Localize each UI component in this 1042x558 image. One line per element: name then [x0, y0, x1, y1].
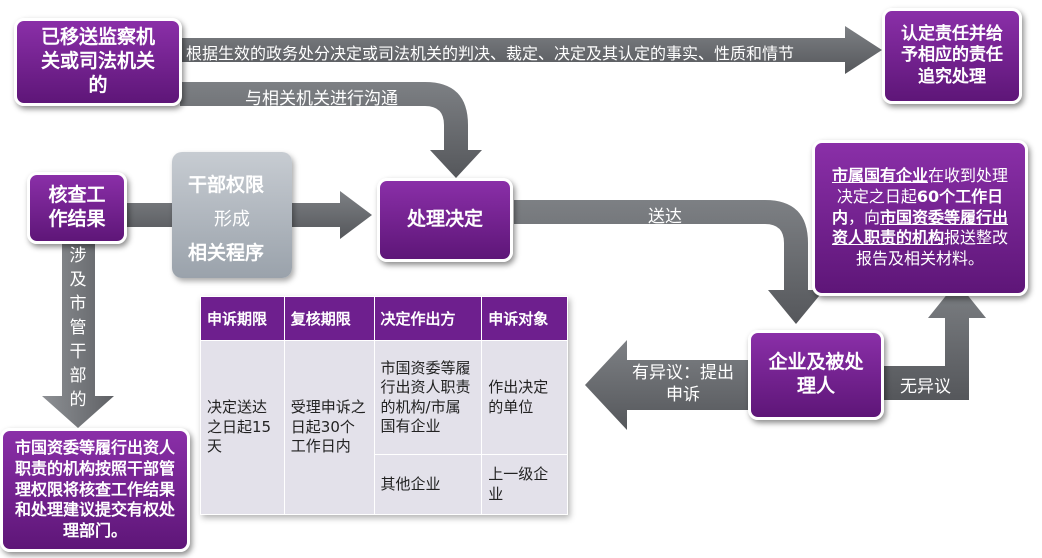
report-enterprise: 市属国有企业: [831, 166, 928, 185]
decision-text: 处理决定: [406, 208, 483, 231]
liability-text: 认定责任并给予相应的责任追究处理: [901, 24, 1003, 87]
arrow-communicate: [180, 82, 482, 178]
table-row: 其他企业 上一级企业: [201, 454, 568, 515]
appeal-period-cell: 决定送达之日起15天: [200, 340, 285, 515]
enterprise-text: 企业及被处理人: [768, 351, 864, 397]
header-appeal-target: 申诉对象: [481, 296, 568, 341]
procedure-line1: 干部权限: [188, 174, 265, 196]
maker-cell: 其他企业: [373, 454, 483, 515]
target-cell: 作出决定的单位: [481, 340, 568, 455]
target-cell: 上一级企业: [481, 454, 568, 515]
table-row: 决定送达之日起15天 受理申诉之日起30个工作日内 市国资委等履行出资人职责的机…: [200, 340, 568, 515]
liability-box: 认定责任并给予相应的责任追究处理: [882, 8, 1022, 104]
review-period-cell: 受理申诉之日起30个工作日内: [283, 340, 375, 515]
arrow-no-objection: [884, 282, 986, 400]
decision-box: 处理决定: [377, 178, 513, 262]
referral-box: 市国资委等履行出资人职责的机构按照干部管理权限将核查工作结果和处理建议提交有权处…: [0, 428, 190, 552]
communicate-label: 与相关机关进行沟通: [245, 89, 398, 109]
procedure-box: [172, 152, 292, 278]
report-received: 在收到处理决定之日起: [836, 166, 1009, 206]
report-submit: 报送整改报告及相关材料。: [855, 228, 1009, 269]
transferred-text: 已移送监察机关或司法机关的: [40, 26, 155, 96]
appeal-table: 申诉期限 复核期限 决定作出方 申诉对象 决定送达之日起15天 受理申诉之日起3…: [200, 296, 568, 515]
transferred-box: 已移送监察机关或司法机关的: [14, 18, 182, 106]
report-text: 市属国有企业在收到处理决定之日起60个工作日内，向市国资委等履行出资人职责的机构…: [827, 166, 1013, 270]
report-deadline: 60个工作日内: [831, 186, 1004, 227]
verify-box: 核查工作结果: [27, 172, 127, 244]
objection-label: 有异议：提出申诉: [632, 363, 734, 406]
procedure-line3: 相关程序: [188, 242, 265, 264]
cadre-label: 涉及市管干部的: [69, 246, 87, 410]
referral-text: 市国资委等履行出资人职责的机构按照干部管理权限将核查工作结果和处理建议提交有权处…: [14, 438, 175, 541]
header-decision-maker: 决定作出方: [373, 296, 483, 341]
basis-label: 根据生效的政务处分决定或司法机关的判决、裁定、决定及其认定的事实、性质和情节: [186, 44, 795, 63]
arrow-cadre: [42, 240, 114, 428]
arrow-deliver: [514, 200, 824, 324]
report-agency: 市国资委等履行出资人职责的机构: [831, 207, 1009, 248]
report-to: ，向: [847, 207, 880, 227]
procedure-line2: 形成: [214, 209, 250, 230]
arrow-objection: [585, 340, 748, 430]
enterprise-box: 企业及被处理人: [748, 330, 884, 420]
deliver-label: 送达: [648, 207, 682, 227]
report-box: 市属国有企业在收到处理决定之日起60个工作日内，向市国资委等履行出资人职责的机构…: [812, 140, 1028, 296]
header-review-period: 复核期限: [283, 296, 375, 341]
arrow-to-liability: [180, 26, 882, 74]
header-appeal-period: 申诉期限: [200, 296, 285, 341]
maker-cell: 市国资委等履行出资人职责的机构/市属国有企业: [373, 340, 483, 455]
no-objection-label: 无异议: [900, 377, 951, 397]
verify-text: 核查工作结果: [48, 184, 106, 230]
table-header-row: 申诉期限 复核期限 决定作出方 申诉对象: [200, 296, 568, 341]
